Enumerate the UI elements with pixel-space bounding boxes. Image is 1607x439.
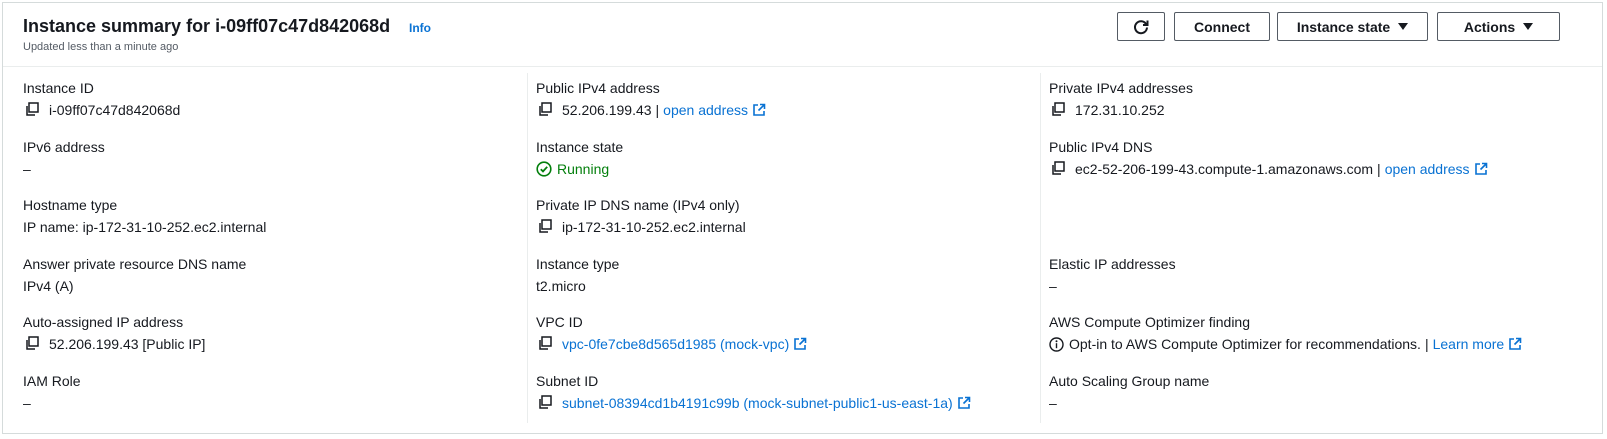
actions-dropdown[interactable]: Actions — [1437, 12, 1560, 41]
public-dns-value: ec2-52-206-199-43.compute-1.amazonaws.co… — [1075, 161, 1374, 177]
updated-status: Updated less than a minute ago — [23, 41, 179, 53]
field-label: Answer private resource DNS name — [23, 256, 247, 272]
vpc-id-link[interactable]: vpc-0fe7cbe8d565d1985 (mock-vpc) — [562, 336, 790, 352]
auto-assigned-ip-field: Auto-assigned IP address 52.206.199.43 [… — [23, 314, 205, 352]
field-label: Private IPv4 addresses — [1049, 80, 1193, 96]
separator: | — [1424, 336, 1429, 352]
copy-icon[interactable] — [25, 336, 41, 352]
external-link-icon[interactable] — [752, 103, 766, 117]
external-link-icon[interactable] — [957, 396, 971, 410]
copy-icon[interactable] — [1051, 161, 1067, 177]
auto-scaling-group-value: – — [1049, 395, 1057, 411]
vpc-id-field: VPC ID vpc-0fe7cbe8d565d1985 (mock-vpc) — [536, 314, 807, 352]
iam-role-field: IAM Role – — [23, 373, 81, 411]
public-dns-field: Public IPv4 DNS ec2-52-206-199-43.comput… — [1049, 139, 1488, 177]
caret-down-icon — [1523, 23, 1534, 30]
hostname-type-field: Hostname type IP name: ip-172-31-10-252.… — [23, 197, 266, 235]
public-ipv4-field: Public IPv4 address 52.206.199.43 | open… — [536, 80, 766, 118]
instance-state-dropdown[interactable]: Instance state — [1277, 12, 1428, 41]
instance-state-field: Instance state Running — [536, 139, 623, 177]
compute-optimizer-value: Opt-in to AWS Compute Optimizer for reco… — [1069, 336, 1421, 352]
info-circle-icon — [1049, 336, 1064, 352]
field-label: Elastic IP addresses — [1049, 256, 1176, 272]
instance-id-field: Instance ID i-09ff07c47d842068d — [23, 80, 180, 118]
connect-label: Connect — [1194, 18, 1250, 35]
answer-dns-value: IPv4 (A) — [23, 278, 74, 294]
column-divider — [1040, 73, 1041, 423]
ipv6-address-field: IPv6 address – — [23, 139, 105, 177]
hostname-type-value: IP name: ip-172-31-10-252.ec2.internal — [23, 219, 267, 235]
copy-icon[interactable] — [538, 219, 554, 235]
instance-type-value: t2.micro — [536, 278, 586, 294]
instance-state-value: Running — [557, 161, 610, 177]
page-title: Instance summary for i-09ff07c47d842068d — [23, 16, 391, 36]
instance-state-label: Instance state — [1296, 18, 1391, 35]
private-dns-value: ip-172-31-10-252.ec2.internal — [562, 219, 746, 235]
separator: | — [1377, 161, 1381, 177]
elastic-ip-value: – — [1049, 278, 1057, 294]
copy-icon[interactable] — [538, 102, 554, 118]
field-label: Instance state — [536, 139, 624, 155]
info-link[interactable]: Info — [409, 21, 431, 35]
field-label: Private IP DNS name (IPv4 only) — [536, 197, 740, 213]
external-link-icon[interactable] — [1474, 162, 1488, 176]
public-ipv4-value: 52.206.199.43 — [562, 102, 652, 118]
open-address-link[interactable]: open address — [663, 102, 749, 118]
refresh-icon — [1132, 18, 1150, 36]
copy-icon[interactable] — [1051, 102, 1067, 118]
ipv6-address-value: – — [23, 161, 31, 177]
copy-icon[interactable] — [538, 395, 554, 411]
field-label: Auto-assigned IP address — [23, 314, 184, 330]
field-label: Instance type — [536, 256, 620, 272]
panel-header: Instance summary for i-09ff07c47d842068d… — [3, 3, 1602, 67]
private-ipv4-value: 172.31.10.252 — [1075, 102, 1165, 118]
separator: | — [655, 102, 660, 118]
elastic-ip-field: Elastic IP addresses – — [1049, 256, 1176, 294]
private-dns-field: Private IP DNS name (IPv4 only) ip-172-3… — [536, 197, 746, 235]
column-divider — [527, 73, 528, 423]
caret-down-icon — [1398, 23, 1409, 30]
subnet-id-link[interactable]: subnet-08394cd1b4191c99b (mock-subnet-pu… — [562, 395, 953, 411]
subnet-id-field: Subnet ID subnet-08394cd1b4191c99b (mock… — [536, 373, 971, 411]
instance-type-field: Instance type t2.micro — [536, 256, 619, 294]
compute-optimizer-field: AWS Compute Optimizer finding Opt-in to … — [1049, 314, 1522, 352]
learn-more-link[interactable]: Learn more — [1432, 336, 1505, 352]
field-label: IPv6 address — [23, 139, 105, 155]
copy-icon[interactable] — [25, 102, 41, 118]
field-label: AWS Compute Optimizer finding — [1049, 314, 1250, 330]
field-label: Public IPv4 DNS — [1049, 139, 1153, 155]
field-label: IAM Role — [23, 373, 81, 389]
private-ipv4-field: Private IPv4 addresses 172.31.10.252 — [1049, 80, 1193, 118]
connect-button[interactable]: Connect — [1174, 12, 1270, 41]
open-address-link[interactable]: open address — [1384, 161, 1470, 177]
field-label: VPC ID — [536, 314, 583, 330]
field-label: Auto Scaling Group name — [1049, 373, 1210, 389]
auto-assigned-ip-value: 52.206.199.43 [Public IP] — [49, 336, 206, 352]
field-label: Hostname type — [23, 197, 118, 213]
field-label: Public IPv4 address — [536, 80, 660, 96]
field-label: Subnet ID — [536, 373, 599, 389]
copy-icon[interactable] — [538, 336, 554, 352]
external-link-icon[interactable] — [793, 337, 807, 351]
refresh-button[interactable] — [1117, 12, 1165, 41]
external-link-icon[interactable] — [1508, 337, 1522, 351]
iam-role-value: – — [23, 395, 31, 411]
answer-dns-field: Answer private resource DNS name IPv4 (A… — [23, 256, 246, 294]
actions-label: Actions — [1463, 18, 1516, 35]
field-label: Instance ID — [23, 80, 94, 96]
check-circle-icon — [536, 161, 552, 177]
instance-id-value: i-09ff07c47d842068d — [49, 102, 181, 118]
auto-scaling-group-field: Auto Scaling Group name – — [1049, 373, 1209, 411]
